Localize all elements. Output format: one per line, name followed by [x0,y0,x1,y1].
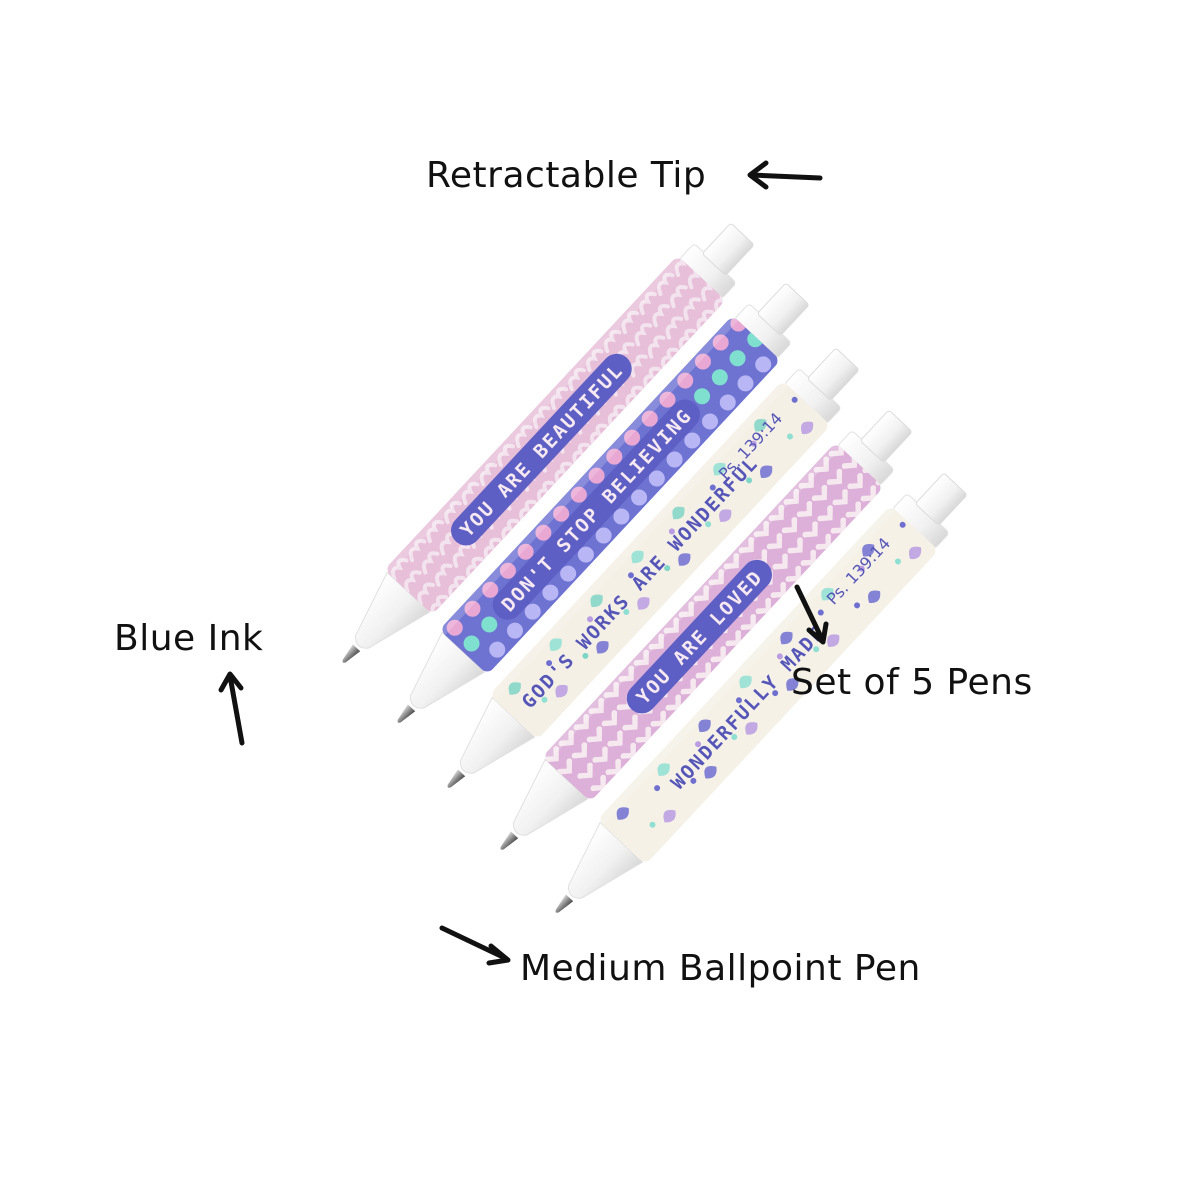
ballpoint-tip [397,704,416,723]
pen-message-pill [450,353,632,546]
ballpoint-tip [342,644,361,663]
ballpoint-tip [555,894,574,913]
retractable-button [702,223,754,275]
blue-ink-label: Blue Ink [114,618,264,659]
pen-message-pill [626,559,772,714]
retractable-button [807,348,859,400]
arrow-ballpoint [439,925,511,966]
ballpoint-tip [500,831,519,850]
retractable-button [860,410,912,462]
pen-grip-cone [512,758,589,836]
pen-body [489,380,831,740]
pen-grip-cone [354,571,431,649]
pen-grip-cone [409,631,486,709]
pen-grip-cone [567,821,644,899]
ballpoint-label: Medium Ballpoint Pen [520,948,921,989]
set-of-pens-label: Set of 5 Pens [791,662,1033,703]
pen-message-pill [492,399,701,620]
arrow-retractable-tip [747,160,823,190]
retractable-button [915,473,967,525]
retractable-button [757,283,809,335]
pen-body [597,505,939,865]
pen-grip-cone [459,696,536,774]
retractable-tip-label: Retractable Tip [426,155,707,196]
arrow-blue-ink [218,671,245,746]
arrow-set-of-pens [794,584,829,645]
ballpoint-tip [447,769,466,788]
